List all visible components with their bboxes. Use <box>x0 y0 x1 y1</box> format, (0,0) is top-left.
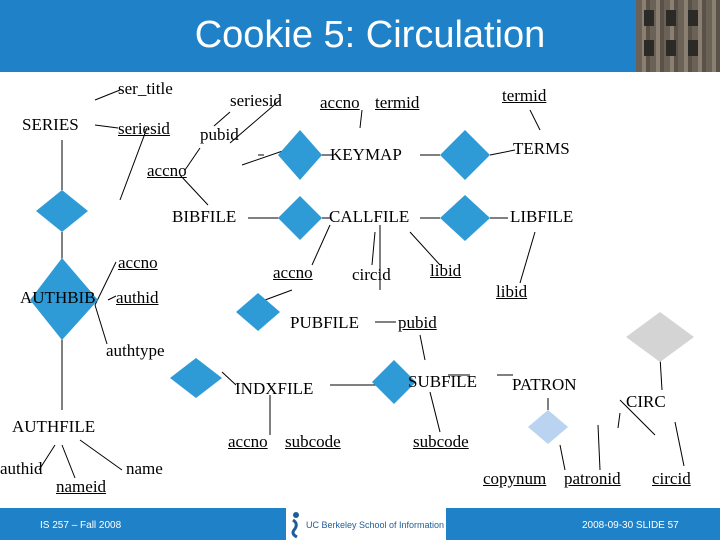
diamond-bib-pubfile <box>236 293 280 331</box>
entity-pubfile: PUBFILE <box>290 313 359 332</box>
attr-bib-seriesid: seriesid <box>230 91 282 110</box>
footer-course: IS 257 – Fall 2008 <box>40 520 122 531</box>
attr-pubid-top: pubid <box>200 125 239 144</box>
entity-bibfile: BIBFILE <box>172 207 237 226</box>
attr-series-seriesid: seriesid <box>118 119 170 138</box>
entity-authbib: AUTHBIB <box>20 288 96 307</box>
attr-authbib-authid: authid <box>116 288 159 307</box>
attr-auth-name: name <box>126 459 163 478</box>
attr-ser-title: ser_title <box>118 79 173 98</box>
entity-series: SERIES <box>22 115 79 134</box>
entity-subfile: SUBFILE <box>408 372 477 391</box>
diamond-keymap-terms <box>440 130 490 180</box>
entity-libfile: LIBFILE <box>510 207 574 226</box>
attr-auth-nameid: nameid <box>56 477 107 496</box>
attr-auth-authid: authid <box>0 459 43 478</box>
attr-authtype: authtype <box>106 341 165 360</box>
diamond-circ <box>626 312 694 362</box>
attr-copynum: copynum <box>483 469 547 488</box>
attr-indx-accno: accno <box>228 432 268 451</box>
ischool-logo-icon <box>291 512 299 538</box>
footer-logo-text: UC Berkeley School of Information <box>306 520 445 530</box>
diamond-callfile-libfile <box>440 195 490 241</box>
entity-terms: TERMS <box>513 139 570 158</box>
footer-slide-number: 2008-09-30 SLIDE 57 <box>582 520 679 531</box>
header-photo <box>636 0 720 72</box>
attr-bib-accno: accno <box>147 161 187 180</box>
diamond-authbib-authfile <box>30 258 98 340</box>
diamond-subfile <box>372 360 416 404</box>
attr-keymap-termid: termid <box>375 93 420 112</box>
attr-pub-pubid: pubid <box>398 313 437 332</box>
attr-keymap-accno: accno <box>320 93 360 112</box>
attr-circ-circid: circid <box>652 469 691 488</box>
diamond-bib-callfile <box>278 196 322 240</box>
entity-patron: PATRON <box>512 375 577 394</box>
diamond-patron <box>528 410 568 444</box>
attr-lib-libid: libid <box>496 282 528 301</box>
entity-keymap: KEYMAP <box>330 145 402 164</box>
attr-call-circid: circid <box>352 265 391 284</box>
slide-title: Cookie 5: Circulation <box>194 14 546 56</box>
attr-sub-subcode: subcode <box>413 432 469 451</box>
entity-callfile: CALLFILE <box>329 207 410 226</box>
slide-header <box>0 0 720 72</box>
diamond-bib-keymap <box>278 130 322 180</box>
diamond-indx <box>170 358 222 398</box>
footer-logo <box>286 508 446 540</box>
attr-authbib-accno: accno <box>118 253 158 272</box>
diamond-series-bib <box>36 190 88 232</box>
relationship-diamonds <box>30 130 694 444</box>
er-diagram <box>30 89 694 479</box>
attr-call-accno: accno <box>273 263 313 282</box>
entity-authfile: AUTHFILE <box>12 417 96 436</box>
entity-indxfile: INDXFILE <box>235 379 314 398</box>
entity-circ: CIRC <box>626 392 666 411</box>
attr-terms-termid: termid <box>502 86 547 105</box>
attr-indx-subcode: subcode <box>285 432 341 451</box>
attr-patronid: patronid <box>564 469 621 488</box>
attr-call-libid: libid <box>430 261 462 280</box>
